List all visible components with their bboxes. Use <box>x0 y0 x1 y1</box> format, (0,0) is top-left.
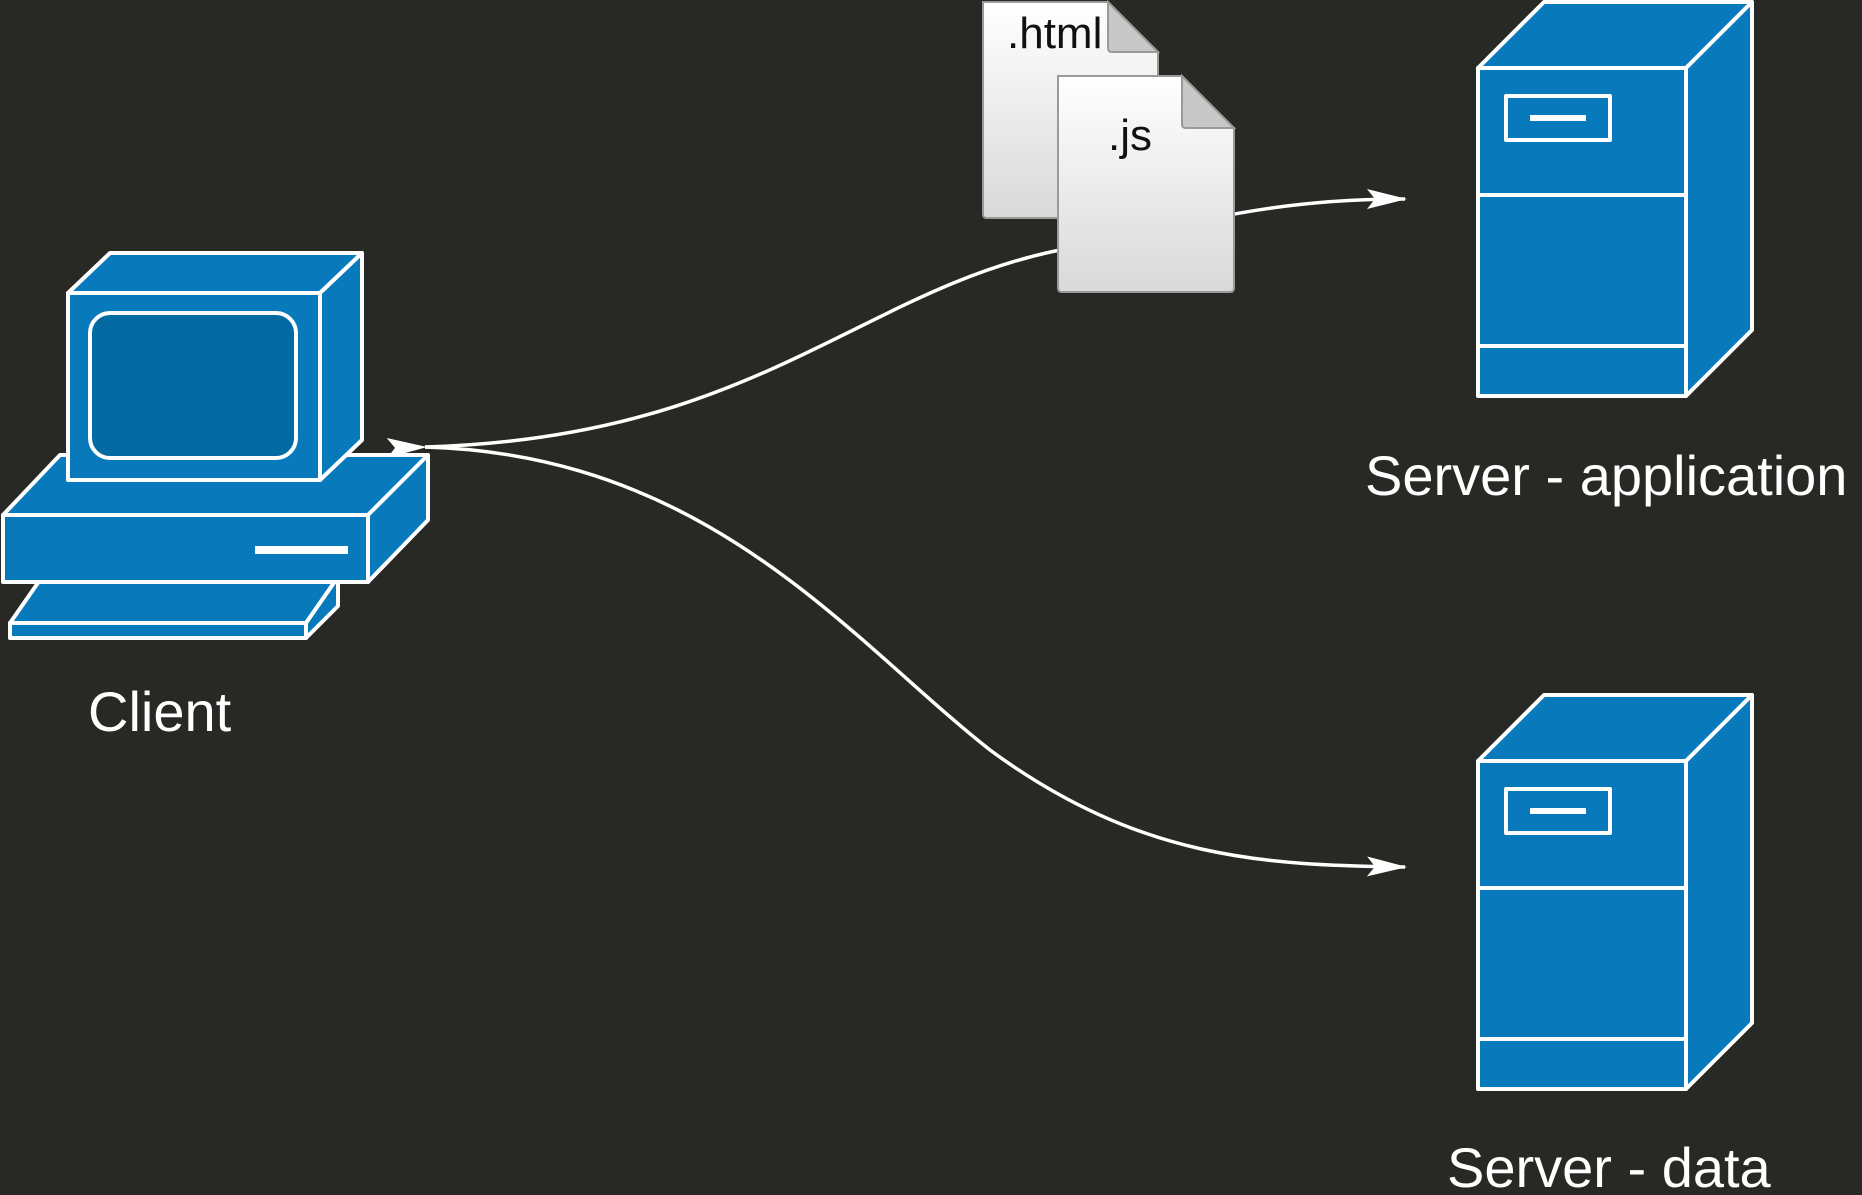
connector-client-to-server-application <box>386 189 1407 459</box>
document-icon: .js <box>1057 73 1237 293</box>
label-server-application: Server - application <box>1365 444 1847 507</box>
server-tower-icon <box>1476 0 1754 398</box>
document-label-html: .html <box>1007 9 1102 58</box>
label-client: Client <box>88 680 232 743</box>
document-label-js: .js <box>1108 111 1152 160</box>
server-tower-icon <box>1476 693 1754 1091</box>
connector-client-to-server-data <box>424 445 1407 877</box>
desktop-computer-icon <box>1 251 430 640</box>
label-server-data: Server - data <box>1447 1136 1772 1190</box>
